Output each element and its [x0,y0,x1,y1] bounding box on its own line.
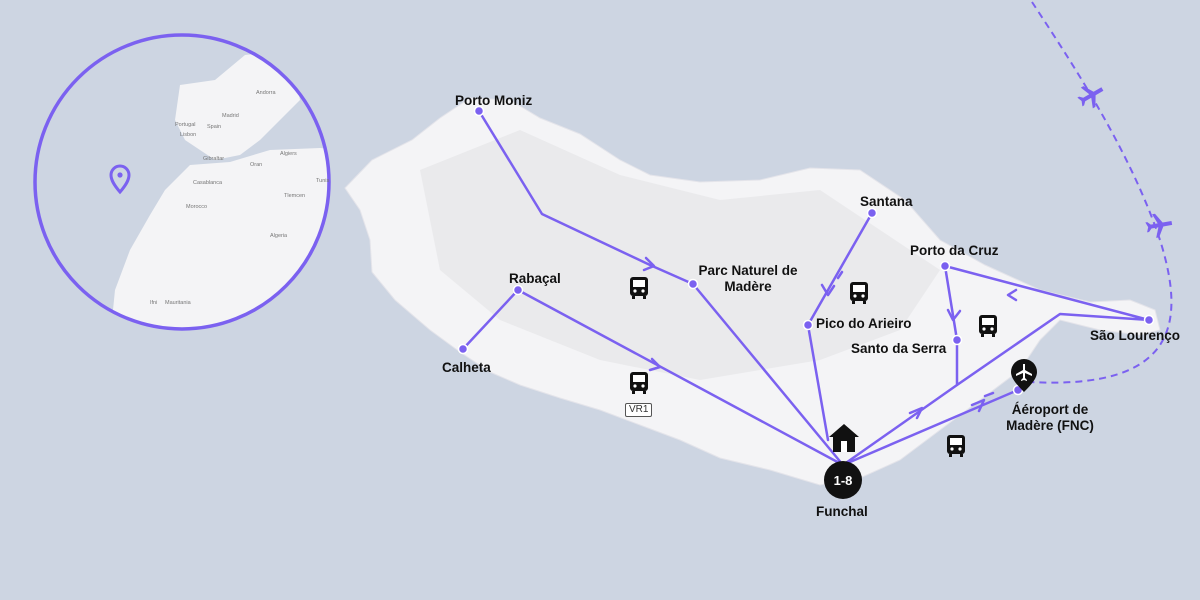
label-calheta[interactable]: Calheta [442,360,491,375]
airplane-icon [1077,86,1104,109]
bus-icon [630,277,648,299]
funchal-badge[interactable]: 1-8 [824,461,862,499]
inset-label-algiers: Algiers [280,151,297,157]
route-rabacal [516,288,845,467]
inset-map-border [33,33,331,331]
stop-dot-sao-lourenco[interactable] [1143,314,1155,326]
inset-label-andorra: Andorra [256,90,276,96]
route-porto-moniz [477,109,845,467]
stop-dot-rabacal[interactable] [512,284,524,296]
island-terrain [420,130,940,380]
label-santana[interactable]: Santana [860,194,913,209]
inset-label-spain: Spain [207,124,222,130]
inset-label-algeria: Algeria [270,233,288,239]
inset-map[interactable] [33,33,340,340]
inset-label-tlemcen: Tlemcen [284,193,306,199]
airplane-icon [1145,213,1173,238]
inset-label-tunis: Tunis [316,178,330,184]
flight-path [1029,1,1173,384]
location-pin-icon [109,164,131,195]
stop-dot-pico-do-arieiro[interactable] [802,319,814,331]
bus-icon [630,372,648,394]
inset-label-madrid: Madrid [222,113,239,119]
label-airport[interactable]: Áéroport de Madère (FNC) [1006,402,1094,433]
stop-dot-porto-moniz[interactable] [473,105,485,117]
airport-pin-icon[interactable] [1011,359,1037,392]
stop-dot-calheta[interactable] [457,343,469,355]
label-parc-naturel[interactable]: Parc Naturel de Madère [698,263,798,294]
inset-label-oran: Oran [250,162,263,168]
stop-dot-santo-da-serra[interactable] [951,334,963,346]
inset-label-ifni: Ifni [150,300,158,306]
inset-iberia [175,50,300,160]
road-tag-vr1: VR1 [625,403,653,417]
inset-balearic [262,122,272,130]
label-porto-da-cruz[interactable]: Porto da Cruz [910,243,999,258]
label-sao-lourenco[interactable]: São Lourenço [1090,328,1181,343]
label-rabacal[interactable]: Rabaçal [509,271,561,286]
inset-label-lisbon: Lisbon [180,132,197,138]
stop-dot-santana[interactable] [866,207,878,219]
inset-label-casablanca: Casablanca [193,180,223,186]
inset-label-mauritania: Mauritania [165,300,191,306]
bus-icon [979,315,997,337]
label-funchal[interactable]: Funchal [816,504,868,519]
bus-icon [947,435,965,457]
label-santo-da-serra[interactable]: Santo da Serra [851,341,947,356]
stop-dot-porto-da-cruz[interactable] [939,260,951,272]
inset-label-gibraltar: Gibraltar [203,156,225,162]
house-icon [829,424,859,452]
bus-icon [850,282,868,304]
label-pico-do-arieiro[interactable]: Pico do Arieiro [816,316,912,331]
inset-label-portugal: Portugal [175,122,196,128]
route-airport [841,388,1020,467]
route-calheta [461,288,520,351]
inset-label-morocco: Morocco [186,204,208,210]
label-porto-moniz[interactable]: Porto Moniz [455,93,533,108]
stop-dot-parc-naturel[interactable] [687,278,699,290]
